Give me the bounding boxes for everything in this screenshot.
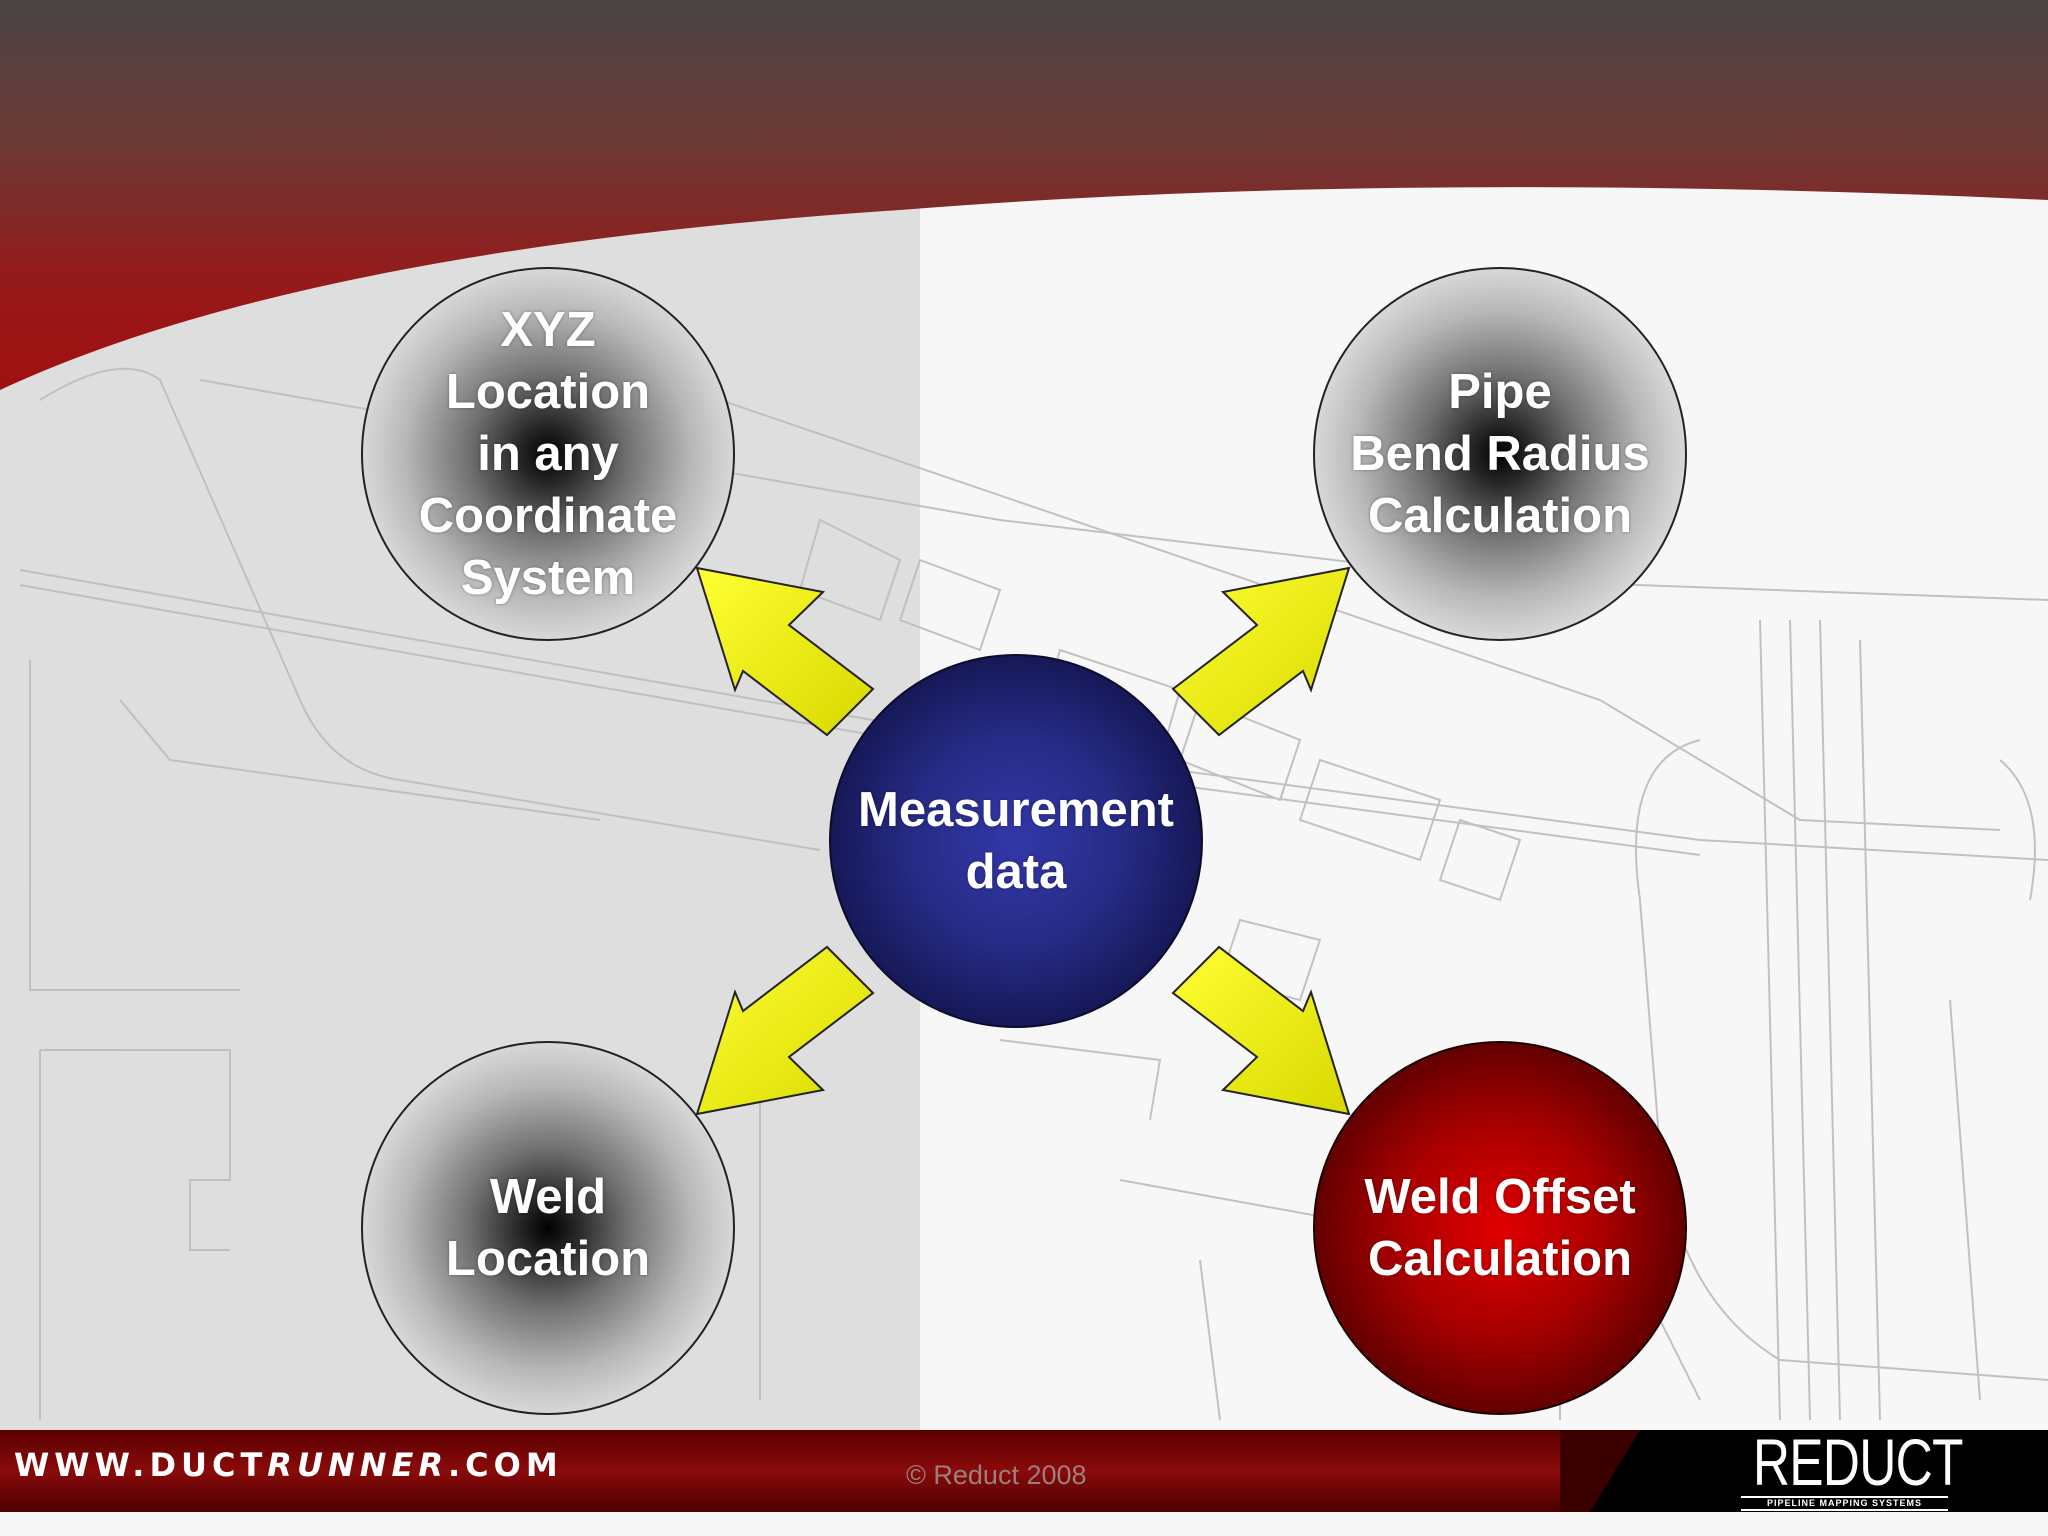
node-xyz-location-label: XYZ Location in any Coordinate System <box>418 303 678 605</box>
node-weld-location-label: Weld Location <box>445 1170 651 1286</box>
node-xyz-location: XYZ Location in any Coordinate System <box>361 267 735 641</box>
arrow-to-bottom-left <box>695 945 875 1116</box>
node-pipe-bend-radius-label: Pipe Bend Radius Calculation <box>1350 365 1650 543</box>
node-weld-offset-label: Weld Offset Calculation <box>1364 1170 1636 1286</box>
footer-url-suffix: .COM <box>447 1446 563 1484</box>
node-pipe-bend-radius: Pipe Bend Radius Calculation <box>1313 267 1687 641</box>
map-background-lines <box>19 367 2048 1421</box>
header-swoosh <box>0 0 2048 390</box>
logo-name: REDUCT <box>1752 1425 1964 1499</box>
arrow-to-top-left <box>695 566 875 737</box>
arrows <box>695 566 1351 1116</box>
footer-url-brand: RUNNER <box>267 1446 448 1484</box>
footer-website-link[interactable]: WWW.DUCTRUNNER.COM <box>14 1446 563 1484</box>
node-measurement-data-label: Measurement data <box>858 783 1174 899</box>
arrow-to-top-right <box>1171 566 1351 737</box>
node-weld-location: Weld Location <box>361 1041 735 1415</box>
arrow-to-bottom-right <box>1171 945 1351 1116</box>
footer-copyright: © Reduct 2008 <box>906 1460 1087 1490</box>
footer-url-prefix: WWW.DUCT <box>14 1446 268 1484</box>
footer-logo-panel <box>1560 1430 2048 1512</box>
node-measurement-data: Measurement data <box>829 654 1203 1028</box>
reduct-logo: REDUCT PIPELINE MAPPING SYSTEMS <box>1727 1425 1964 1511</box>
logo-tagline: PIPELINE MAPPING SYSTEMS <box>1741 1496 1948 1511</box>
node-weld-offset: Weld Offset Calculation <box>1313 1041 1687 1415</box>
